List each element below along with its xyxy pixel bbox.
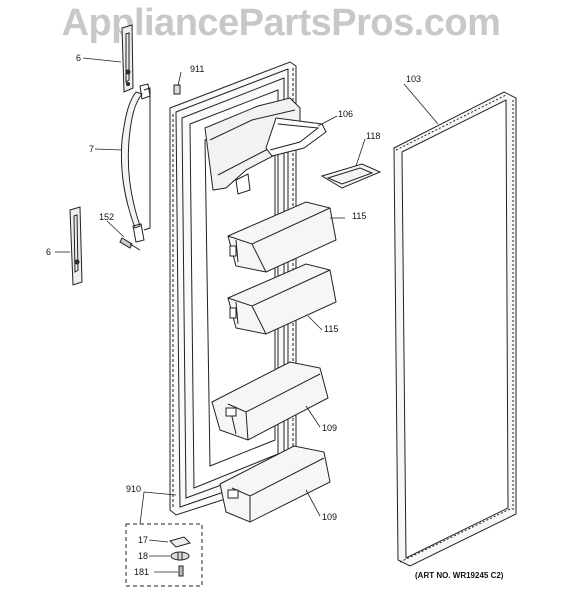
callout-plug-911: 911 (190, 64, 205, 74)
watermark-logo: AppliancePartsPros.com (61, 2, 501, 44)
callout-bin-109-lower: 109 (322, 512, 338, 522)
callout-screw-152: 152 (99, 212, 115, 222)
callout-part-18: 18 (138, 551, 149, 561)
callout-handle-mount-top: 6 (76, 53, 82, 63)
callout-handle: 7 (89, 144, 95, 154)
dairy-lid (322, 164, 380, 188)
hinge-kit-box (126, 524, 202, 586)
callout-shelf-106: 106 (338, 109, 354, 119)
callout-gasket-103: 103 (406, 74, 422, 84)
door-gasket (394, 92, 516, 566)
door-bin-109-upper (212, 362, 328, 440)
plug-911 (174, 85, 180, 94)
callout-bin-115-upper: 115 (352, 211, 367, 221)
handle-mount-top (122, 25, 133, 92)
callout-handle-mount-bottom: 6 (46, 247, 52, 257)
callout-bin-109-upper: 109 (322, 423, 338, 433)
callout-lid-118: 118 (366, 131, 381, 141)
door-bin-115-lower (228, 264, 336, 334)
door-handle (121, 84, 150, 242)
callout-hinge-kit-910: 910 (126, 484, 142, 494)
callout-bin-115-lower: 115 (324, 324, 339, 334)
door-bin-115-upper (228, 202, 336, 272)
callout-part-181: 181 (134, 567, 150, 577)
art-number: (ART NO. WR19245 C2) (415, 571, 504, 580)
callout-part-17: 17 (138, 535, 149, 545)
callout-leader-lines (55, 58, 438, 572)
dairy-compartment (205, 98, 326, 194)
screw-152 (120, 238, 140, 250)
door-bin-109-lower (220, 446, 330, 522)
handle-mount-bottom (70, 207, 82, 285)
